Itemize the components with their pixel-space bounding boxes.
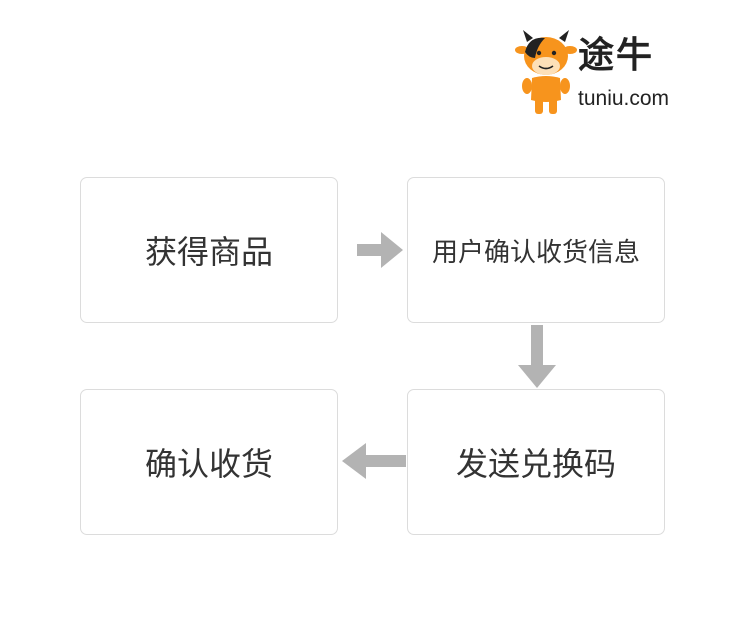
arrow-down-icon	[518, 325, 556, 388]
step-label: 发送兑换码	[455, 445, 616, 483]
step-label: 用户确认收货信息	[431, 237, 640, 268]
tuniu-logo: 途牛 tuniu.com	[515, 28, 705, 120]
step-label: 确认收货	[144, 445, 273, 483]
step-confirm-receipt: 确认收货	[80, 389, 338, 535]
tuniu-cow-mascot-icon	[515, 30, 577, 114]
step-label: 获得商品	[144, 233, 273, 271]
brand-domain: tuniu.com	[578, 87, 670, 110]
step-send-redeem-code: 发送兑换码	[407, 389, 665, 535]
step-confirm-shipping-info: 用户确认收货信息	[407, 177, 665, 323]
step-get-product: 获得商品	[80, 177, 338, 323]
arrow-right-icon	[357, 232, 403, 268]
brand-name: 途牛	[578, 35, 655, 76]
arrow-left-icon	[342, 443, 406, 479]
